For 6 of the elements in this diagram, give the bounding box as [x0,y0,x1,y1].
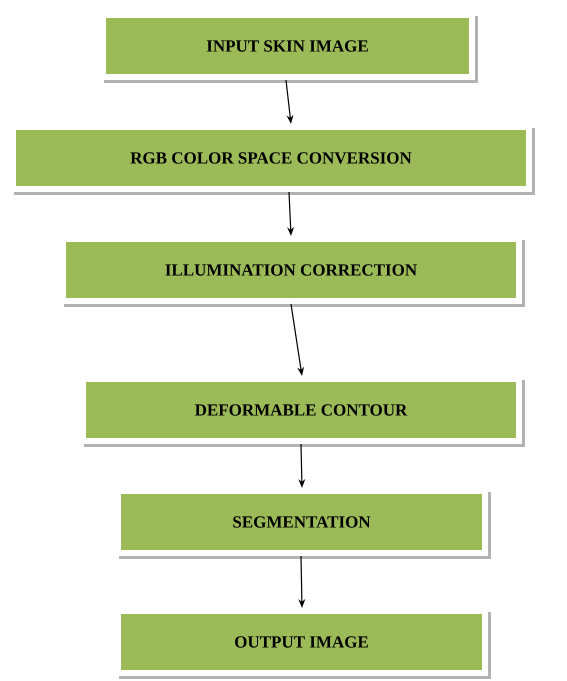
process-box: RGB COLOR SPACE CONVERSION [10,124,535,195]
process-box: DEFORMABLE CONTOUR [80,376,525,447]
process-box: INPUT SKIN IMAGE [100,12,478,83]
process-box: SEGMENTATION [115,488,491,559]
process-box: OUTPUT IMAGE [115,608,491,679]
process-box: ILLUMINATION CORRECTION [60,236,525,307]
